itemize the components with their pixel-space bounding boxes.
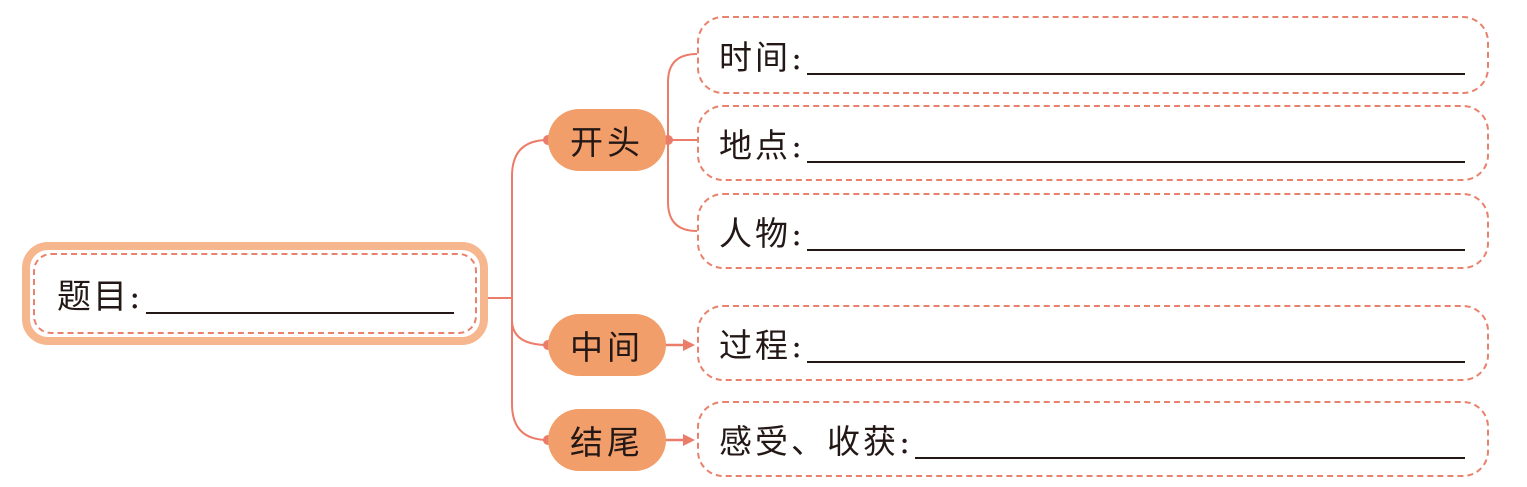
field-process-label: 过程:: [719, 326, 806, 365]
field-time: 时间:: [697, 16, 1489, 94]
field-place: 地点:: [697, 105, 1489, 181]
field-people-blank[interactable]: [807, 225, 1465, 251]
field-people-label: 人物:: [719, 214, 806, 253]
field-people: 人物:: [697, 193, 1489, 269]
branch-middle-connector: [511, 319, 549, 346]
field-place-label: 地点:: [719, 126, 806, 165]
trunk-vertical: [511, 139, 549, 441]
title-inner-frame: 题目:: [33, 253, 477, 334]
field-feelings-blank[interactable]: [915, 433, 1465, 459]
field-process-blank[interactable]: [807, 337, 1465, 363]
end-arrow-head: [683, 434, 695, 446]
branch-end-pill: 结尾: [548, 409, 666, 471]
title-blank-line[interactable]: [146, 286, 455, 314]
field-time-label: 时间:: [719, 38, 806, 77]
title-box: 题目:: [22, 242, 488, 345]
title-label: 题目:: [57, 277, 143, 317]
field-place-blank[interactable]: [807, 137, 1465, 163]
field-time-blank[interactable]: [807, 49, 1465, 75]
middle-arrow-head: [683, 339, 695, 351]
field-feelings: 感受、收获:: [697, 401, 1489, 477]
branch-middle-pill: 中间: [548, 314, 666, 376]
branch-start-pill: 开头: [548, 109, 666, 171]
field-process: 过程:: [697, 305, 1489, 381]
field-feelings-label: 感受、收获:: [719, 422, 914, 461]
